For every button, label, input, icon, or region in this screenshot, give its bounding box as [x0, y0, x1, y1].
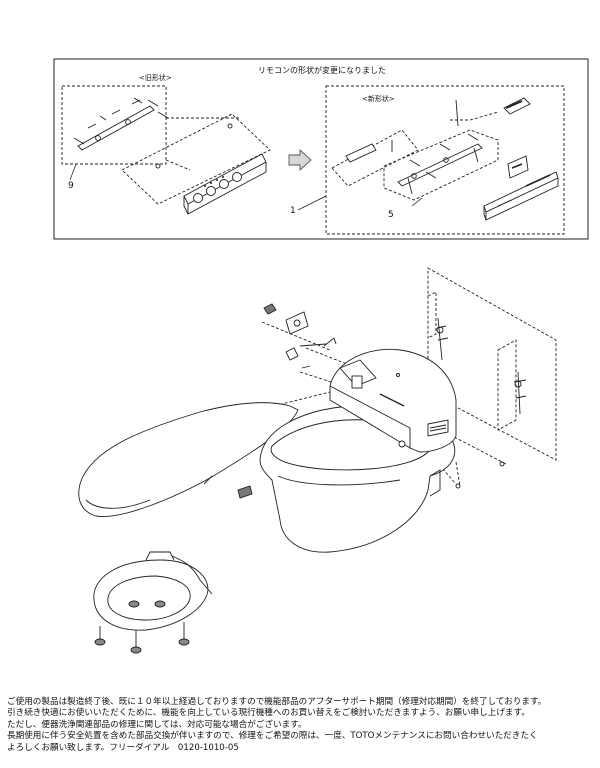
- toilet-seat: [93, 551, 213, 654]
- notice-line: ご使用の製品は製造終了後、既に１０年以上経過しておりますので機能部品のアフターサ…: [7, 697, 547, 707]
- notice-line: 長期使用に伴う安全処置を含めた部品交換が伴いますので、修理をご希望の際は、一度、…: [7, 731, 538, 742]
- old-remote-group: [61, 85, 271, 215]
- callout-9: 9: [68, 181, 74, 191]
- notice-line: ただし、便器洗浄関連部品の修理に関しては、対応可能な場合がございます。: [7, 719, 307, 730]
- remote-change-caption: リモコンの形状が変更になりました: [258, 65, 386, 75]
- notice-text: ご使用の製品は製造終了後、既に１０年以上経過しておりますので機能部品のアフターサ…: [7, 697, 597, 754]
- small-parts: [237, 303, 505, 499]
- notice-line: 引き続き快適にお使いいただくために、機能を向上している現行機種へのお買い替えをご…: [7, 708, 530, 719]
- new-remote-group: [297, 85, 565, 235]
- new-shape-label: <新形状>: [362, 94, 395, 103]
- callout-1: 1: [290, 206, 296, 216]
- callout-5: 5: [388, 210, 394, 220]
- old-shape-label: <旧形状>: [139, 73, 172, 82]
- parts-diagram: リモコンの形状が変更になりました <旧形状> <新形状> 9 1 5: [53, 58, 589, 654]
- toilet-body: [259, 348, 457, 553]
- wall-anchors: [436, 317, 527, 415]
- notice-line: よろしくお願い致します。フリーダイアル 0120-1010-05: [7, 742, 239, 753]
- remote-change-box: [53, 58, 589, 240]
- change-arrow: [288, 148, 312, 172]
